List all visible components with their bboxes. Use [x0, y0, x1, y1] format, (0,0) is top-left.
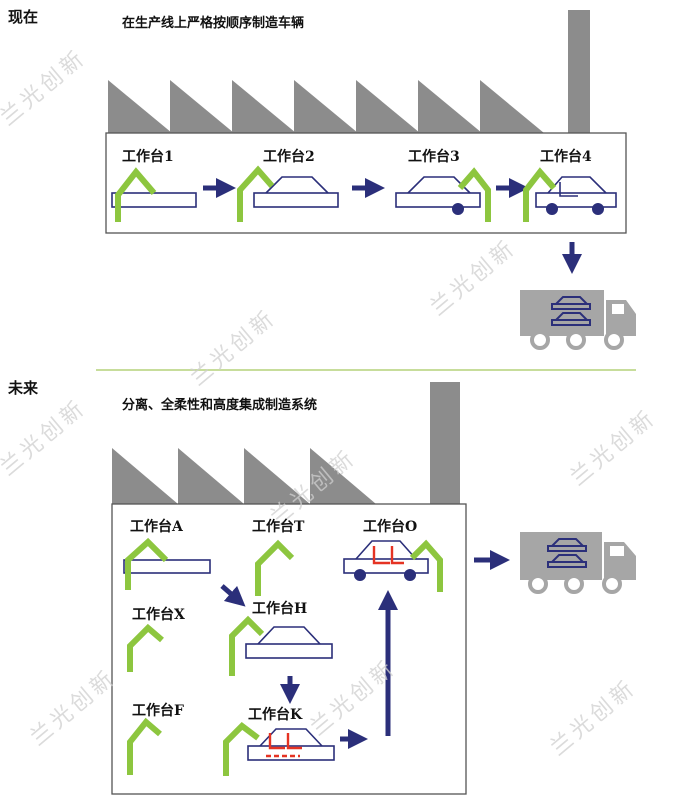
- truck-top-graphic: [520, 290, 636, 350]
- station-h-graphic: [229, 615, 333, 676]
- station-1-graphic: [111, 167, 197, 222]
- truck-bottom-graphic: [520, 532, 636, 594]
- station-label-2: 工作台2: [263, 149, 315, 165]
- section-heading-future: 未来: [8, 379, 39, 397]
- roof-sawtooth-bottom: [112, 448, 376, 504]
- station-label-1: 工作台1: [122, 149, 174, 165]
- section-subtitle-now: 在生产线上严格按顺序制造车辆: [122, 16, 305, 31]
- roof-sawtooth-top: [108, 80, 544, 133]
- station-label-t: 工作台T: [252, 519, 305, 535]
- station-o-graphic: [343, 539, 443, 592]
- station-k-graphic: [223, 722, 335, 776]
- factory-bottom: [111, 382, 467, 795]
- station-label-4: 工作台4: [540, 149, 592, 165]
- station-label-o: 工作台O: [363, 519, 418, 535]
- flow-arrow-a-to-h: [220, 584, 246, 607]
- station-label-3: 工作台3: [408, 149, 460, 165]
- station-t-graphic: [255, 539, 295, 596]
- station-3-graphic: [395, 167, 491, 222]
- factory-top: [105, 10, 627, 234]
- station-label-a: 工作台A: [130, 519, 183, 535]
- station-label-f: 工作台F: [132, 703, 184, 719]
- section-subtitle-future: 分离、全柔性和高度集成制造系统: [122, 398, 318, 413]
- station-label-h: 工作台H: [252, 601, 308, 617]
- chimney-bottom: [430, 382, 460, 504]
- station-label-k: 工作台K: [248, 707, 303, 723]
- station-label-x: 工作台X: [132, 607, 185, 623]
- section-heading-now: 现在: [8, 8, 39, 26]
- station-2-graphic: [237, 165, 339, 222]
- station-x-graphic: [127, 623, 164, 672]
- station-f-graphic: [127, 717, 162, 775]
- chimney-top: [568, 10, 590, 138]
- station-a-graphic: [123, 537, 211, 590]
- station-4-graphic: [523, 167, 617, 222]
